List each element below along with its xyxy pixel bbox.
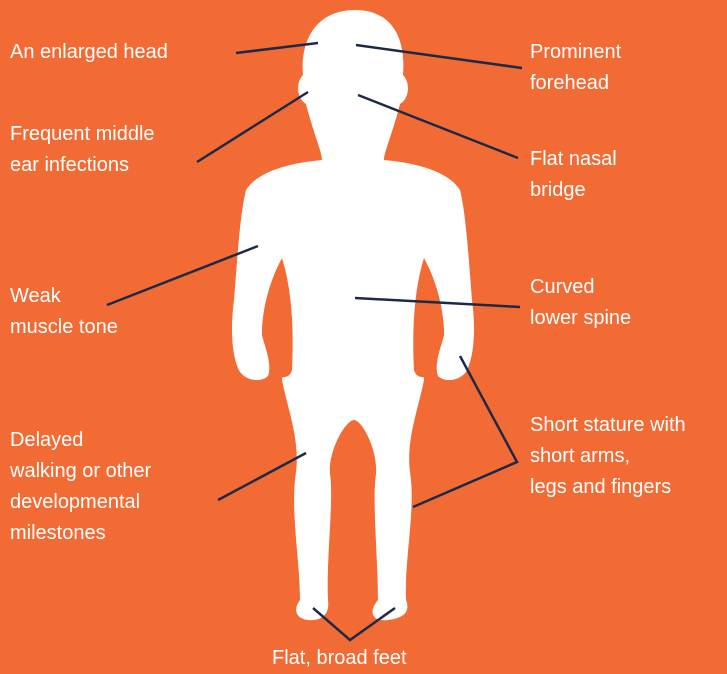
- label-short-stature: Short stature with short arms, legs and …: [530, 410, 686, 503]
- label-line: Curved: [530, 272, 631, 303]
- label-enlarged-head: An enlarged head: [10, 37, 168, 68]
- label-line: Weak: [10, 281, 118, 312]
- leader-line-delayed-walking: [218, 453, 306, 500]
- label-line: short arms,: [530, 441, 686, 472]
- label-line: ear infections: [10, 150, 155, 181]
- label-weak-muscle-tone: Weak muscle tone: [10, 281, 118, 343]
- label-line: Short stature with: [530, 410, 686, 441]
- leader-line-ear-infections: [197, 92, 308, 162]
- label-line: bridge: [530, 175, 617, 206]
- label-line: legs and fingers: [530, 472, 686, 503]
- label-curved-lower-spine: Curved lower spine: [530, 272, 631, 334]
- label-delayed-walking: Delayed walking or other developmental m…: [10, 425, 151, 549]
- leader-line-short-stature: [413, 356, 517, 507]
- label-ear-infections: Frequent middle ear infections: [10, 119, 155, 181]
- label-line: Prominent: [530, 37, 621, 68]
- label-line: milestones: [10, 518, 151, 549]
- label-line: walking or other: [10, 456, 151, 487]
- label-flat-nasal-bridge: Flat nasal bridge: [530, 144, 617, 206]
- label-line: Delayed: [10, 425, 151, 456]
- label-line: Flat nasal: [530, 144, 617, 175]
- label-flat-feet: Flat, broad feet: [272, 643, 407, 674]
- label-line: Frequent middle: [10, 119, 155, 150]
- label-line: Flat, broad feet: [272, 643, 407, 674]
- label-line: muscle tone: [10, 312, 118, 343]
- label-line: developmental: [10, 487, 151, 518]
- label-line: An enlarged head: [10, 37, 168, 68]
- label-prominent-forehead: Prominent forehead: [530, 37, 621, 99]
- label-line: lower spine: [530, 303, 631, 334]
- label-line: forehead: [530, 68, 621, 99]
